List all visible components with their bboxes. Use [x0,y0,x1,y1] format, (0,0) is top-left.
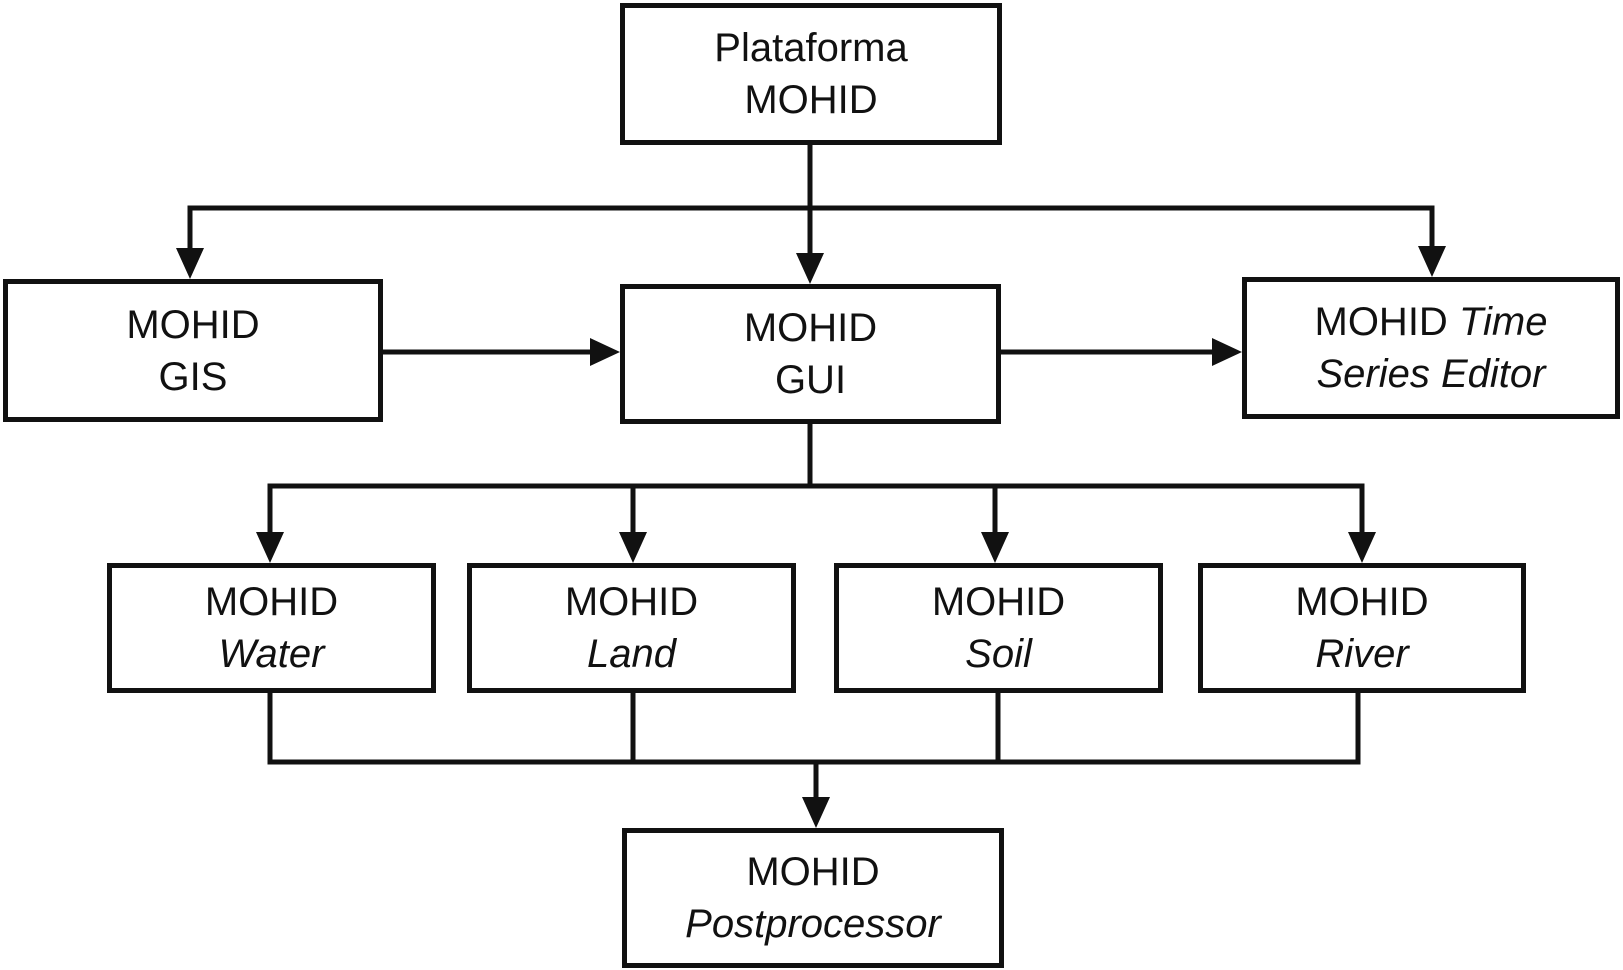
node-soil-line1: MOHID [931,580,1066,624]
arrowhead-to-time-series-editor [1418,246,1446,277]
node-tse-line2: Series Editor [1316,352,1546,396]
node-gui-line2: GUI [774,358,847,402]
node-tse-line1-plain: MOHID [1314,300,1448,344]
arrowhead-to-postprocessor [802,797,830,828]
node-river-line1: MOHID [1295,580,1429,624]
arrowhead-to-gis [176,248,204,279]
node-river-line2: River [1315,632,1409,676]
arrowhead-to-water [256,532,284,563]
arrowhead-to-land [619,532,647,563]
node-water-line2: Water [218,632,325,676]
node-gis-line1: MOHID [126,302,260,347]
node-gui-line1: MOHID [743,306,878,350]
node-mohid-river: MOHID River [1198,563,1526,693]
node-tse-line1: MOHID Time [1315,296,1548,348]
node-mohid-postprocessor: MOHID Postprocessor [622,828,1004,968]
node-water-line1: MOHID [204,580,339,624]
node-mohid-land: MOHID Land [467,563,796,693]
node-postprocessor-line2: Postprocessor [685,902,941,946]
node-mohid-gis: MOHID GIS [3,279,383,422]
node-plataforma-mohid: Plataforma MOHID [620,3,1002,145]
node-plataforma-line2: MOHID [744,78,878,122]
node-mohid-water: MOHID Water [107,563,436,693]
node-mohid-time-series-editor: MOHID Time Series Editor [1242,277,1620,419]
node-gis-line2: GIS [158,354,228,399]
node-mohid-gui: MOHID GUI [620,284,1001,424]
node-land-line1: MOHID [564,580,699,624]
arrowhead-gui-to-tse [1212,338,1242,366]
node-land-line2: Land [587,632,676,676]
arrowhead-to-river [1348,532,1376,563]
node-postprocessor-line1: MOHID [746,850,880,894]
node-plataforma-line1: Plataforma [714,26,908,70]
node-tse-line1-italic: Time [1458,300,1548,344]
arrowhead-to-gui [796,253,824,284]
node-soil-line2: Soil [965,632,1032,676]
node-mohid-soil: MOHID Soil [834,563,1163,693]
arrowhead-gis-to-gui [590,338,620,366]
arrowhead-to-soil [981,532,1009,563]
